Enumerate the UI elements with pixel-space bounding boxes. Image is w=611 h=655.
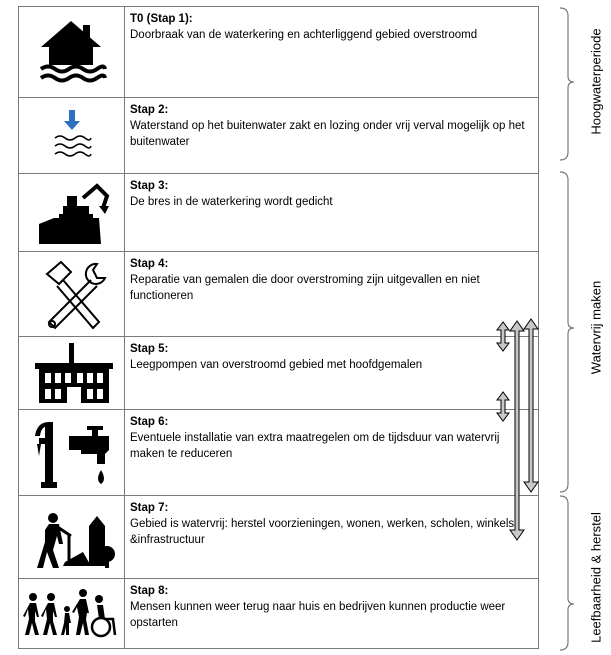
- flooded-house-icon: [39, 21, 107, 83]
- steps-table: T0 (Stap 1): Doorbraak van de waterkerin…: [18, 6, 539, 649]
- step-title: Stap 4:: [130, 258, 169, 270]
- step-title: Stap 8:: [130, 585, 169, 597]
- step-description: Reparatie van gemalen die door overstrom…: [130, 274, 480, 302]
- excavator-dike-icon: [39, 183, 110, 244]
- pump-and-tap-icon: [35, 422, 109, 488]
- step-title: T0 (Stap 1):: [130, 13, 193, 25]
- phase-label-hoogwaterperiode: Hoogwaterperiode: [588, 28, 604, 135]
- worker-rebuild-icon: [37, 513, 115, 568]
- step-description: De bres in de waterkering wordt gedicht: [130, 196, 333, 208]
- step-row-8: Stap 8: Mensen kunnen weer terug naar hu…: [18, 578, 539, 649]
- step-description: Gebied is watervrij: herstel voorziening…: [130, 518, 515, 546]
- hammer-wrench-icon: [45, 260, 107, 330]
- step-title: Stap 3:: [130, 180, 169, 192]
- pumping-station-icon: [35, 343, 113, 403]
- step-row-3: Stap 3: De bres in de waterkering wordt …: [18, 173, 539, 252]
- phase-label-leefbaarheid-herstel: Leefbaarheid & herstel: [588, 512, 604, 643]
- step-title: Stap 5:: [130, 343, 169, 355]
- step-description: Mensen kunnen weer terug naar huis en be…: [130, 601, 506, 629]
- step-row-6: Stap 6: Eventuele installatie van extra …: [18, 409, 539, 496]
- step-title: Stap 2:: [130, 104, 169, 116]
- step-row-2: Stap 2: Waterstand op het buitenwater za…: [18, 97, 539, 174]
- step-description: Doorbraak van de waterkering en achterli…: [130, 29, 478, 41]
- step-title: Stap 6:: [130, 416, 169, 428]
- step-row-1: T0 (Stap 1): Doorbraak van de waterkerin…: [18, 6, 539, 98]
- step-description: Leegpompen van overstroomd gebied met ho…: [130, 359, 423, 371]
- people-returning-icon: [23, 589, 117, 638]
- step-row-5: Stap 5: Leegpompen van overstroomd gebie…: [18, 336, 539, 410]
- phase-label-watervrij-maken: Watervrij maken: [588, 280, 604, 375]
- step-title: Stap 7:: [130, 502, 169, 514]
- step-description: Waterstand op het buitenwater zakt en lo…: [130, 120, 525, 148]
- water-level-down-icon: [54, 110, 92, 157]
- step-description: Eventuele installatie van extra maatrege…: [130, 432, 500, 460]
- step-row-7: Stap 7: Gebied is watervrij: herstel voo…: [18, 495, 539, 579]
- step-row-4: Stap 4: Reparatie van gemalen die door o…: [18, 251, 539, 337]
